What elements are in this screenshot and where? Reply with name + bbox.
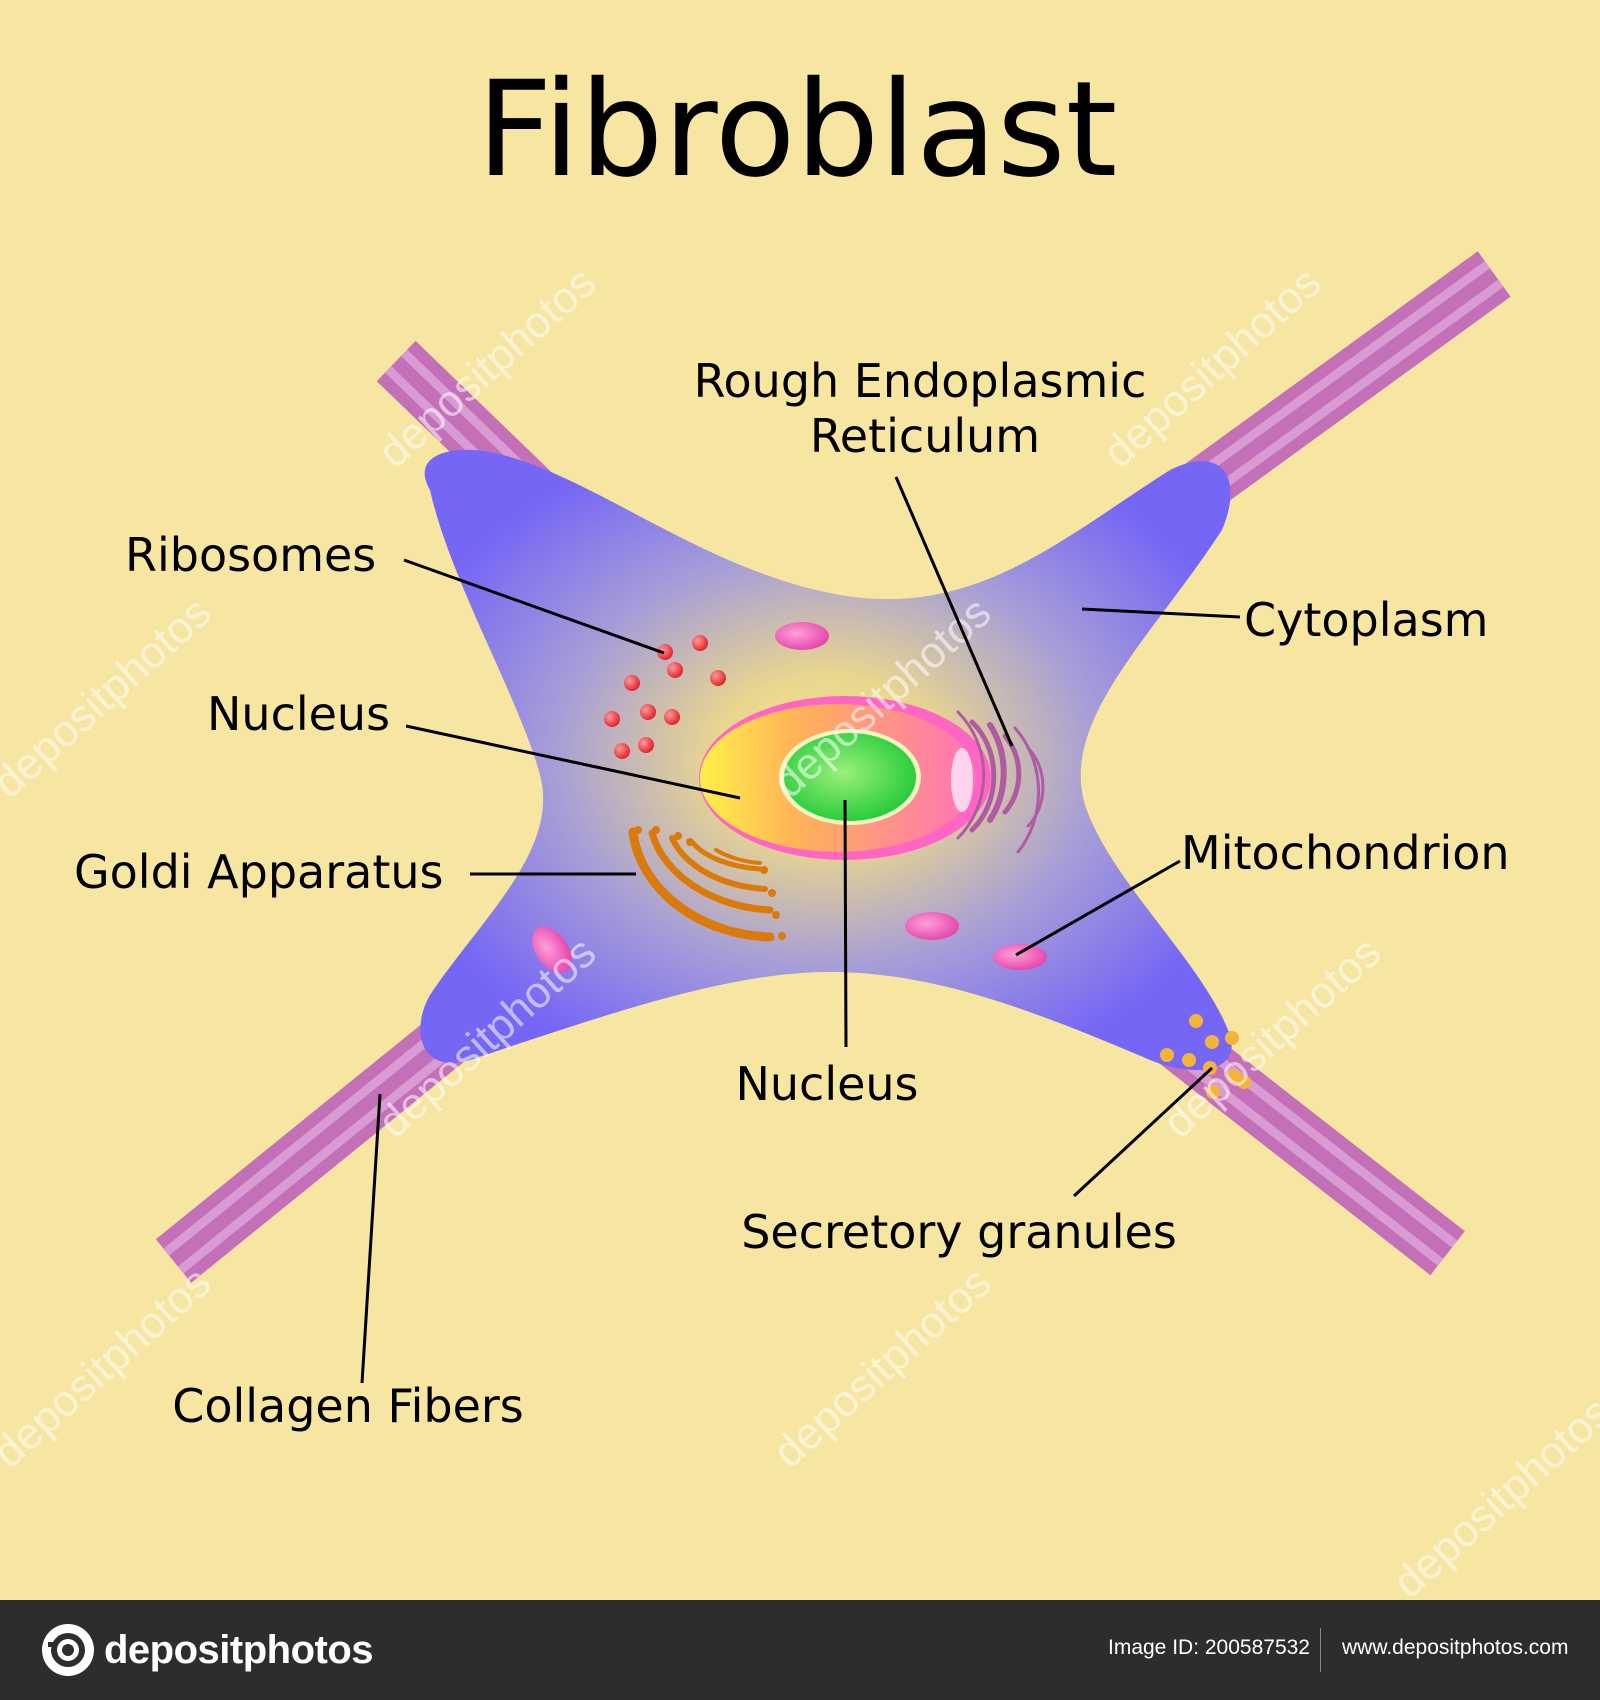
watermark-text: depositphotos [0,588,220,808]
label-secretory-granules: Secretory granules [741,1205,1177,1259]
ribosomes [604,635,726,759]
label-collagen-fibers: Collagen Fibers [172,1379,524,1433]
label-rough-er: Rough Endoplasmic [694,354,1147,408]
mitochondria [532,622,1047,974]
label-cytoplasm: Cytoplasm [1244,593,1488,647]
label-rough-er-line2: Reticulum [810,409,1040,463]
nucleus-highlight [951,748,973,812]
site-link[interactable]: www.depositphotos.com [1342,1636,1569,1659]
watermark-text: depositphotos [764,1258,1000,1478]
footer-divider [1320,1628,1321,1672]
leader-lines [360,476,1241,1384]
fibroblast-diagram: depositphotos depositphotos depositphoto… [0,53,1600,1600]
diagram-title: Fibroblast [477,53,1118,207]
label-goldi-apparatus: Goldi Apparatus [74,845,443,899]
brand-name: depositphotos [104,1627,374,1672]
label-mitochondrion: Mitochondrion [1181,826,1510,880]
footer-bar: depositphotos Image ID: 200587532 www.de… [0,1600,1600,1700]
label-nucleus-left: Nucleus [207,687,390,741]
label-nucleus-bottom: Nucleus [735,1057,918,1111]
nucleolus-core [784,733,916,821]
watermark-text: depositphotos [0,1258,220,1478]
nucleus [699,696,991,860]
rough-er [956,710,1045,854]
image-id: Image ID: 200587532 [1108,1636,1310,1659]
brand-logo-link[interactable]: depositphotos [40,1620,374,1680]
golgi-apparatus [628,826,786,942]
label-ribosomes: Ribosomes [125,528,376,582]
camera-logo-icon [42,1624,94,1676]
watermark-text: depositphotos [1384,1388,1600,1600]
